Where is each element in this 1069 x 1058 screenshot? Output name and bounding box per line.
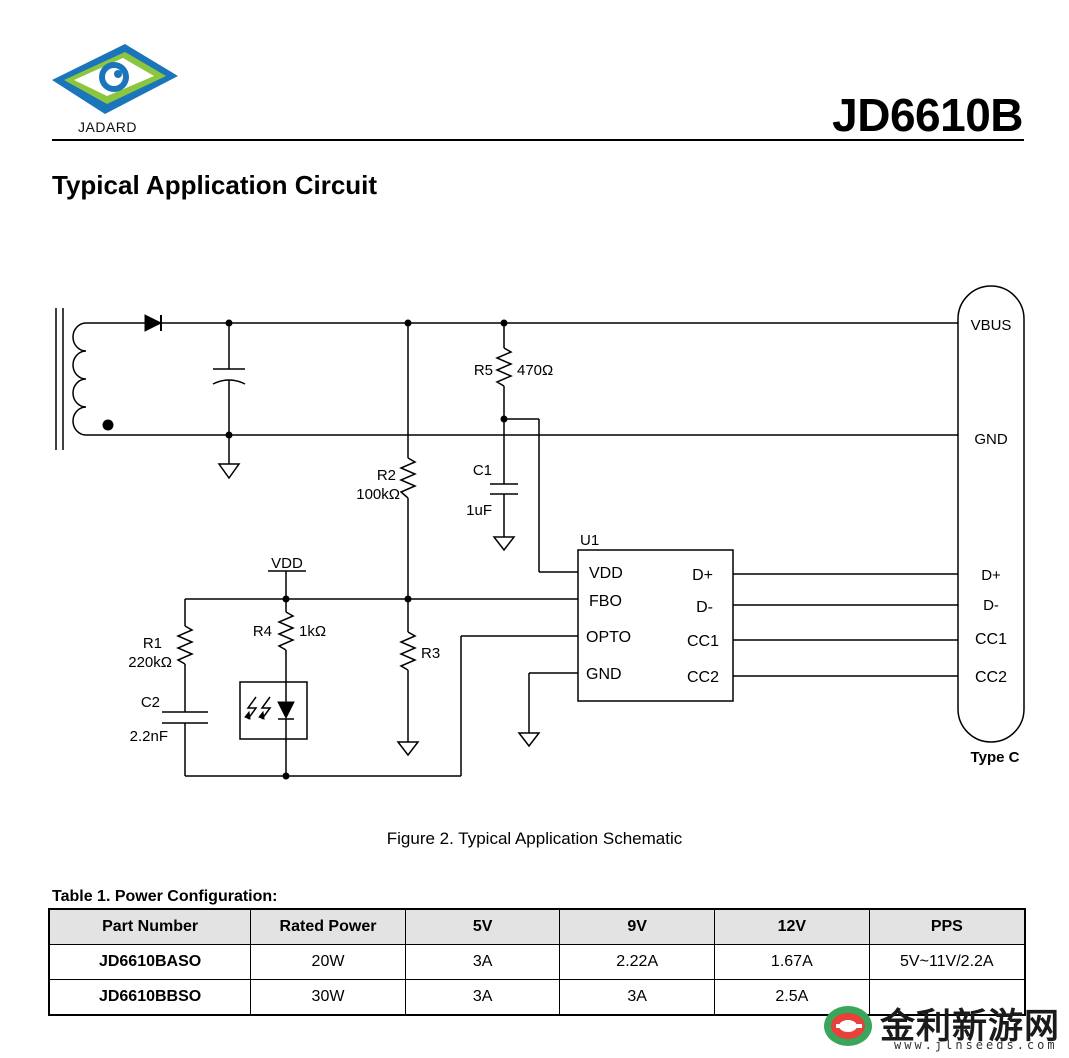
jadard-logo	[52, 44, 178, 114]
header-part-number: Part Number	[48, 908, 252, 945]
r1-label: R1	[143, 635, 162, 652]
ground-symbol-4	[517, 732, 541, 748]
cell-part-number: JD6610BBSO	[48, 979, 252, 1016]
cell-rated-power: 30W	[250, 979, 406, 1016]
watermark-url: www.jlnseeds.com	[894, 1038, 1058, 1052]
cell-pps	[868, 979, 1026, 1016]
r4-label: R4	[253, 623, 272, 640]
u1-pin-fbo: FBO	[589, 593, 622, 610]
cell-rated-power: 20W	[250, 944, 406, 980]
typec-pin-cc2: CC2	[975, 669, 1007, 686]
cell-5v: 3A	[404, 944, 561, 980]
typec-pin-gnd: GND	[974, 431, 1008, 448]
u1-pin-opto: OPTO	[586, 629, 631, 646]
ground-symbol-1	[217, 463, 241, 480]
u1-pin-dplus: D+	[692, 567, 713, 584]
u1-pin-vdd: VDD	[589, 565, 623, 582]
cell-part-number: JD6610BASO	[48, 944, 252, 980]
u1-pin-dminus: D-	[696, 599, 713, 616]
ground-symbol-2	[492, 536, 516, 552]
cell-12v: 1.67A	[714, 944, 870, 980]
header-5v: 5V	[404, 908, 561, 945]
section-title: Typical Application Circuit	[52, 170, 378, 200]
watermark-brand: 金利新游网	[880, 1006, 1061, 1047]
typec-pin-vbus: VBUS	[971, 317, 1012, 334]
header-9v: 9V	[559, 908, 716, 945]
cell-5v: 3A	[404, 979, 561, 1016]
power-configuration-table: Part Number Rated Power 5V 9V 12V PPS JD…	[48, 908, 1026, 1016]
header-rule	[52, 139, 1024, 141]
u1-pin-cc2: CC2	[687, 669, 719, 686]
c1-value: 1uF	[466, 502, 492, 519]
table-title: Table 1. Power Configuration:	[52, 888, 278, 905]
cell-9v: 2.22A	[559, 944, 716, 980]
u1-pin-gnd: GND	[586, 666, 622, 683]
r5-value: 470Ω	[517, 362, 553, 379]
r1-value: 220kΩ	[128, 654, 172, 671]
logo-text: JADARD	[78, 119, 138, 135]
c1-label: C1	[473, 462, 492, 479]
cell-9v: 3A	[559, 979, 716, 1016]
typec-pin-cc1: CC1	[975, 631, 1007, 648]
c2-value: 2.2nF	[130, 728, 168, 745]
u1-label: U1	[580, 532, 599, 549]
c2-label: C2	[141, 694, 160, 711]
r4-value: 1kΩ	[299, 623, 326, 640]
table-row: JD6610BASO 20W 3A 2.22A 1.67A 5V~11V/2.2…	[48, 944, 1026, 980]
cell-12v: 2.5A	[714, 979, 870, 1016]
ground-symbol-3	[396, 741, 420, 757]
vdd-net-label: VDD	[271, 555, 303, 572]
u1-pin-cc1: CC1	[687, 633, 719, 650]
r2-label: R2	[377, 467, 396, 484]
header-pps: PPS	[868, 908, 1026, 945]
header-12v: 12V	[714, 908, 870, 945]
table-row: JD6610BBSO 30W 3A 3A 2.5A	[48, 979, 1026, 1016]
part-number-title: JD6610B	[832, 89, 1023, 141]
typec-pin-dplus: D+	[981, 567, 1001, 584]
figure-caption: Figure 2. Typical Application Schematic	[386, 829, 683, 848]
table-header-row: Part Number Rated Power 5V 9V 12V PPS	[48, 908, 1026, 945]
header-rated-power: Rated Power	[250, 908, 406, 945]
r5-label: R5	[474, 362, 493, 379]
watermark: 金利新游网 www.jlnseeds.com	[818, 996, 1068, 1056]
typec-connector-label: Type C	[971, 749, 1020, 766]
typec-pin-dminus: D-	[983, 597, 999, 614]
r3-label: R3	[421, 645, 440, 662]
watermark-logo-icon	[824, 1006, 872, 1046]
r2-value: 100kΩ	[356, 486, 400, 503]
cell-pps: 5V~11V/2.2A	[868, 944, 1026, 980]
